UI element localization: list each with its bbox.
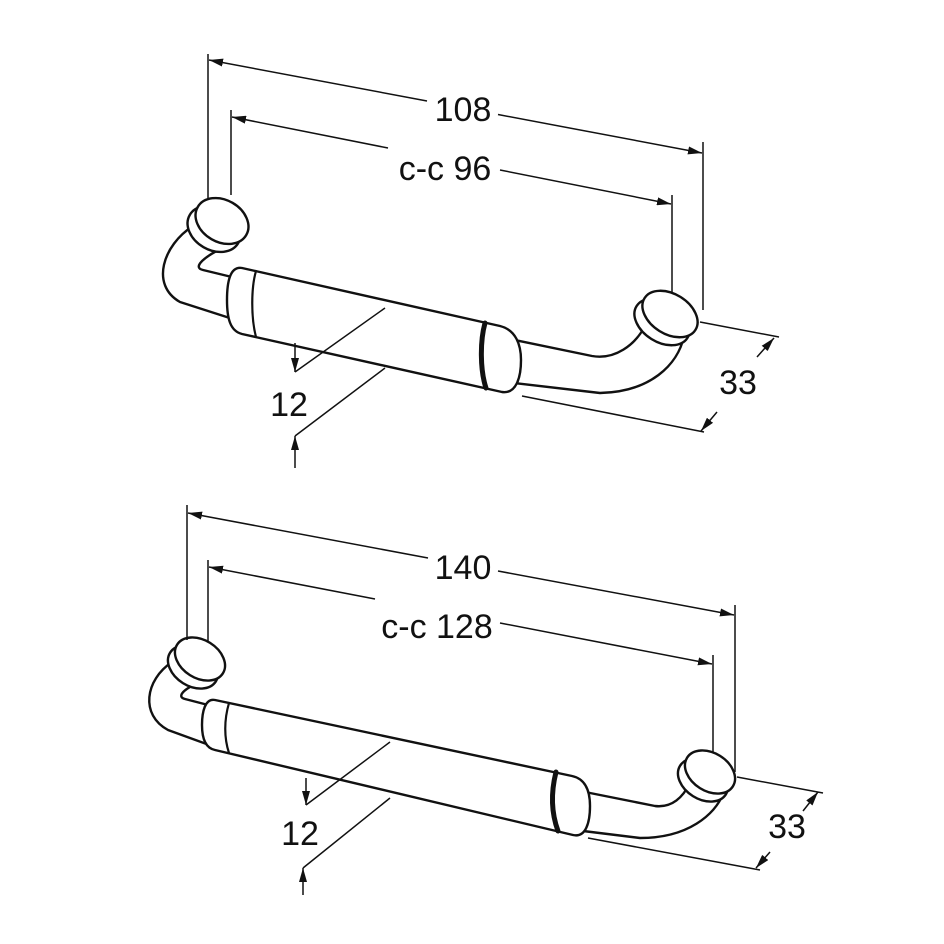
top-handle-grip-left-band — [251, 269, 258, 339]
top-overall-length-label: 108 — [435, 91, 492, 129]
bottom-handle-grip — [200, 698, 592, 837]
bottom-projection-extension-upper — [736, 776, 824, 794]
top-projection-extension-lower — [521, 395, 705, 433]
bottom-handle-left-cap-face — [173, 636, 227, 682]
top-overall-length-dimension-line-right — [497, 113, 703, 155]
top-center-distance-dimension-line-left — [231, 115, 389, 149]
bottom-projection-dimension-line-upper — [802, 791, 819, 812]
bottom-center-distance-dimension-line-right — [499, 622, 713, 666]
bottom-projection-extension-lower — [587, 837, 761, 871]
top-handle-grip — [225, 266, 523, 394]
bottom-grip-diameter-extension-lower — [302, 797, 391, 869]
bottom-center-distance-label: c-c 128 — [381, 608, 493, 646]
bottom-center-distance-dimension-line-left — [208, 565, 376, 600]
bottom-overall-length-dimension-line-left — [187, 511, 429, 559]
bottom-projection-dimension-line-lower — [755, 851, 771, 869]
bottom-handle-right-cap-face — [683, 749, 737, 795]
top-grip-diameter-label: 12 — [270, 386, 308, 424]
top-projection-dimension-line-lower — [700, 411, 718, 432]
top-overall-length-dimension-line-left — [208, 58, 428, 102]
bottom-handle-grip-right-band — [550, 769, 561, 834]
top-projection-label: 33 — [719, 364, 757, 402]
top-projection-dimension-line-upper — [756, 337, 775, 358]
bottom-grip-diameter-extension-upper — [305, 741, 391, 806]
top-handle: 108 c-c 96 33 12 — [161, 54, 780, 468]
top-projection-extension-upper — [699, 321, 780, 338]
top-center-distance-label: c-c 96 — [399, 150, 492, 188]
bottom-projection-label: 33 — [768, 808, 806, 846]
top-center-distance-dimension-line-right — [499, 169, 672, 206]
bottom-grip-diameter-label: 12 — [281, 815, 319, 853]
bottom-overall-length-dimension-line-right — [497, 570, 735, 617]
top-handle-grip-right-band — [478, 320, 489, 391]
top-grip-diameter-extension-upper — [294, 307, 386, 373]
top-grip-diameter-extension-lower — [294, 367, 386, 437]
bottom-overall-length-label: 140 — [435, 549, 492, 587]
bottom-handle-grip-left-band — [224, 701, 231, 755]
top-handle-left-cap-face — [194, 196, 250, 246]
top-handle-right-cap-face — [641, 289, 699, 339]
bottom-handle: 140 c-c 128 33 12 — [148, 505, 824, 895]
